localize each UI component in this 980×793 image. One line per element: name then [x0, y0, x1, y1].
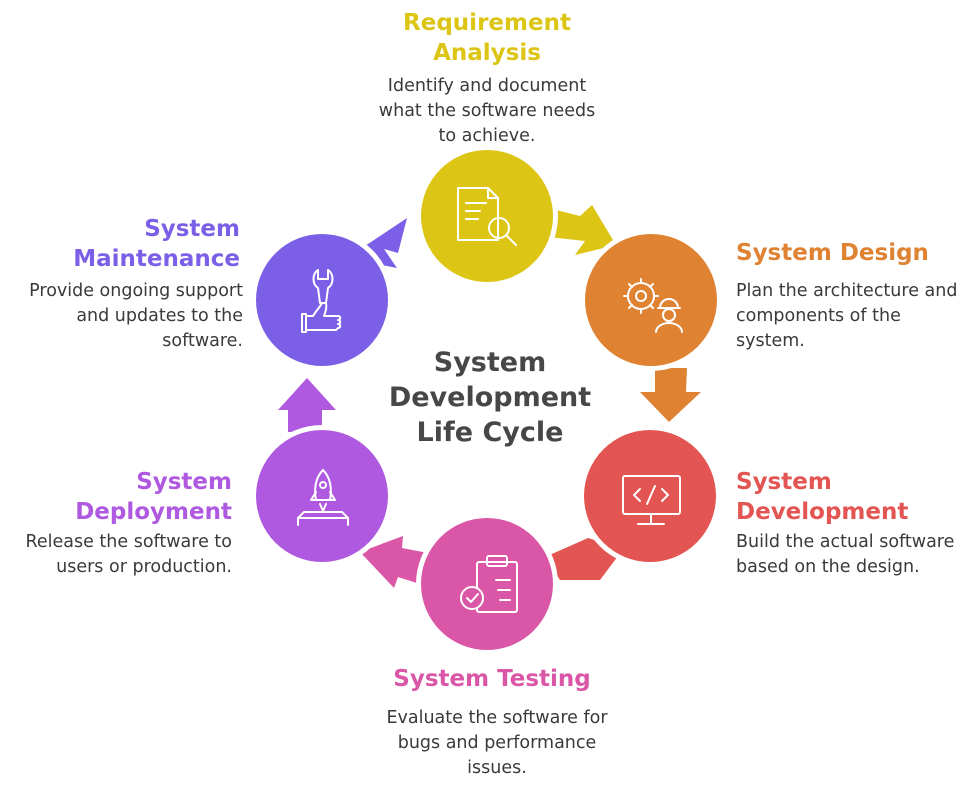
- step-title-system-design: System Design: [736, 238, 976, 268]
- desc-line: to achieve.: [438, 126, 536, 146]
- title-line: System Testing: [393, 666, 591, 692]
- desc-line: Provide ongoing support: [29, 281, 243, 301]
- arrow-requirement-to-design: [540, 205, 616, 255]
- circle-system-deployment: [251, 425, 393, 567]
- code-monitor-icon: [622, 475, 681, 525]
- step-title-system-deployment: System Deployment: [0, 467, 232, 527]
- title-line: System: [736, 469, 832, 495]
- circle-system-maintenance: [251, 229, 393, 371]
- desc-line: Build the actual software: [736, 532, 955, 552]
- desc-line: bugs and performance: [397, 733, 597, 753]
- clipboard-check-icon: [460, 555, 518, 613]
- title-line: System Design: [736, 240, 929, 266]
- desc-line: Identify and document: [387, 76, 587, 96]
- desc-line: Release the software to: [25, 532, 232, 552]
- desc-line: Evaluate the software for: [386, 708, 608, 728]
- circle-system-design: [580, 229, 722, 371]
- document-search-icon: [457, 187, 517, 246]
- desc-line: what the software needs: [378, 101, 596, 121]
- rocket-launch-icon: [297, 469, 349, 526]
- step-desc-system-development: Build the actual software based on the d…: [736, 530, 976, 580]
- arrow-deployment-to-maintenance: [278, 378, 336, 432]
- desc-line: Plan the architecture and: [736, 281, 958, 301]
- title-line: Maintenance: [73, 246, 240, 272]
- circle-requirement-analysis: [416, 145, 558, 287]
- center-title: System Development Life Cycle: [360, 345, 620, 450]
- arrow-development-to-testing: [545, 538, 621, 580]
- wrench-hand-icon: [301, 269, 342, 333]
- desc-line: and updates to the: [76, 306, 243, 326]
- desc-line: software.: [162, 331, 243, 351]
- arrow-testing-to-deployment: [360, 536, 428, 588]
- title-line: Development: [736, 499, 909, 525]
- step-desc-system-testing: Evaluate the software for bugs and perfo…: [362, 706, 632, 781]
- step-desc-system-deployment: Release the software to users or product…: [0, 530, 232, 580]
- center-title-line: System: [433, 347, 547, 378]
- desc-line: system.: [736, 331, 805, 351]
- desc-line: users or production.: [56, 557, 232, 577]
- desc-line: based on the design.: [736, 557, 920, 577]
- gear-engineer-icon: [623, 278, 683, 333]
- desc-line: issues.: [467, 758, 527, 778]
- title-line: Deployment: [75, 499, 232, 525]
- step-title-system-maintenance: System Maintenance: [0, 214, 240, 274]
- center-title-line: Development: [388, 382, 592, 413]
- step-desc-requirement-analysis: Identify and document what the software …: [352, 74, 622, 149]
- title-line: Requirement: [403, 10, 571, 36]
- title-line: Analysis: [433, 40, 541, 66]
- step-title-system-testing: System Testing: [367, 664, 617, 694]
- step-desc-system-maintenance: Provide ongoing support and updates to t…: [0, 279, 243, 354]
- step-title-system-development: System Development: [736, 467, 976, 527]
- center-title-line: Life Cycle: [416, 417, 564, 448]
- step-title-requirement-analysis: Requirement Analysis: [377, 8, 597, 68]
- step-desc-system-design: Plan the architecture and components of …: [736, 279, 976, 354]
- title-line: System: [136, 469, 232, 495]
- circle-system-testing: [416, 513, 558, 655]
- title-line: System: [144, 216, 240, 242]
- desc-line: components of the: [736, 306, 901, 326]
- arrow-design-to-development: [640, 368, 701, 422]
